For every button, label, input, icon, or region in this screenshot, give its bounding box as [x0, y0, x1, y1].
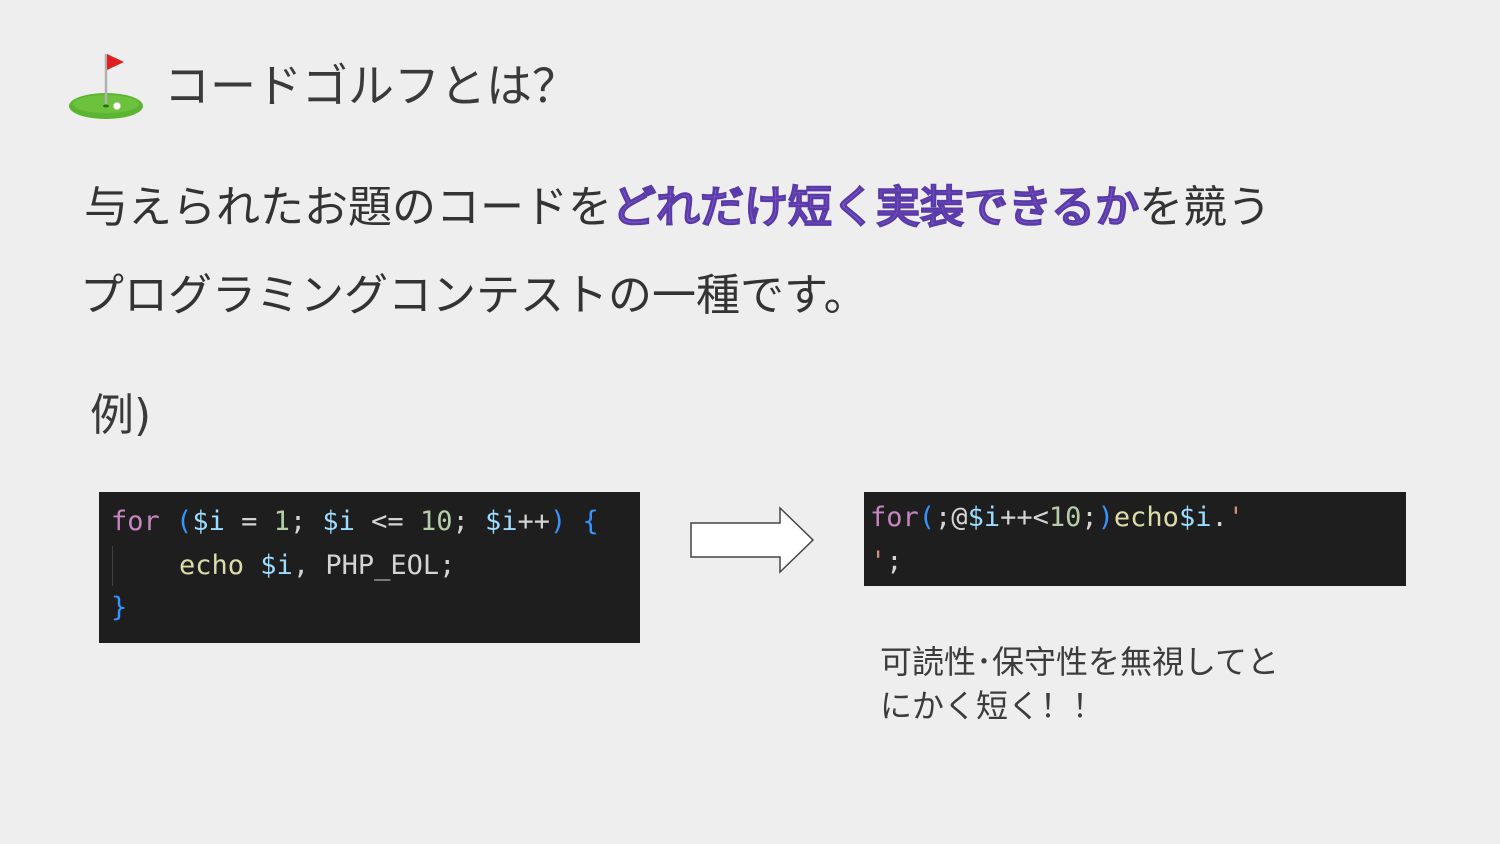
code-token: $i: [260, 550, 293, 581]
code-token: 10: [1048, 502, 1082, 533]
code-token: 10: [419, 506, 453, 537]
code-token: $i: [1178, 502, 1212, 533]
code-token: ': [1227, 502, 1244, 533]
code-token: [160, 506, 176, 537]
code-token: [566, 506, 582, 537]
code-token: echo: [1113, 502, 1179, 533]
code-token: <=: [354, 506, 420, 537]
note-line-1: 可読性･保守性を無視してと: [880, 643, 1280, 681]
code-line: echo $i, PHP_EOL;: [179, 548, 455, 584]
code-token: PHP_EOL: [325, 550, 440, 581]
emphasis-text: どれだけ短く実装できるか: [611, 181, 1140, 233]
code-token: .: [1211, 502, 1228, 533]
code-token: ++<: [1000, 502, 1049, 533]
code-token: $i: [192, 506, 225, 537]
example-label: 例): [90, 390, 152, 441]
golf-flag-icon: [69, 54, 143, 119]
code-block-long: for ($i = 1; $i <= 10; $i++) { echo $i, …: [99, 492, 640, 643]
code-token: =: [224, 506, 274, 537]
code-token: [244, 550, 260, 581]
code-token: ;: [439, 550, 456, 581]
note-line-2: にかく短く！！: [880, 687, 1105, 725]
code-token: (: [918, 502, 936, 533]
code-line: }: [111, 590, 127, 626]
code-token: }: [111, 592, 128, 623]
code-token: (: [176, 506, 193, 537]
code-token: echo: [179, 550, 245, 581]
code-token: {: [582, 506, 599, 537]
description-line-2: プログラミングコンテストの一種です。: [80, 270, 868, 321]
code-token: ;: [289, 506, 323, 537]
code-token: for: [111, 506, 160, 537]
description-line-1: 与えられたお題のコードをどれだけ短く実装できるかを競う: [84, 180, 1271, 236]
code-token: $i: [967, 502, 1001, 533]
code-token: 1: [273, 506, 290, 537]
indent-guide: [112, 546, 113, 586]
code-token: $i: [484, 506, 518, 537]
note-text: 可読性･保守性を無視してと にかく短く！！: [880, 640, 1279, 728]
description-text: 与えられたお題のコードを: [84, 182, 612, 233]
code-token: ,: [292, 550, 326, 581]
code-line: for ($i = 1; $i <= 10; $i++) {: [111, 504, 599, 540]
code-token: ): [550, 506, 567, 537]
code-block-short: for(;@$i++<10;)echo$i.' ';: [864, 492, 1406, 586]
right-arrow-icon: [690, 506, 815, 574]
code-token: ;: [1081, 502, 1098, 533]
description-text-end: を競う: [1139, 182, 1272, 233]
code-token: ++: [517, 506, 550, 537]
code-token: ;: [886, 546, 903, 577]
code-token: for: [870, 502, 919, 533]
code-token: ;@: [935, 502, 968, 533]
code-token: $i: [322, 506, 355, 537]
code-line: for(;@$i++<10;)echo$i.': [870, 500, 1244, 536]
code-token: ): [1097, 502, 1114, 533]
code-line: ';: [870, 544, 903, 580]
code-token: ;: [452, 506, 485, 537]
page-title: コードゴルフとは？: [164, 59, 578, 113]
code-token: ': [870, 546, 887, 577]
